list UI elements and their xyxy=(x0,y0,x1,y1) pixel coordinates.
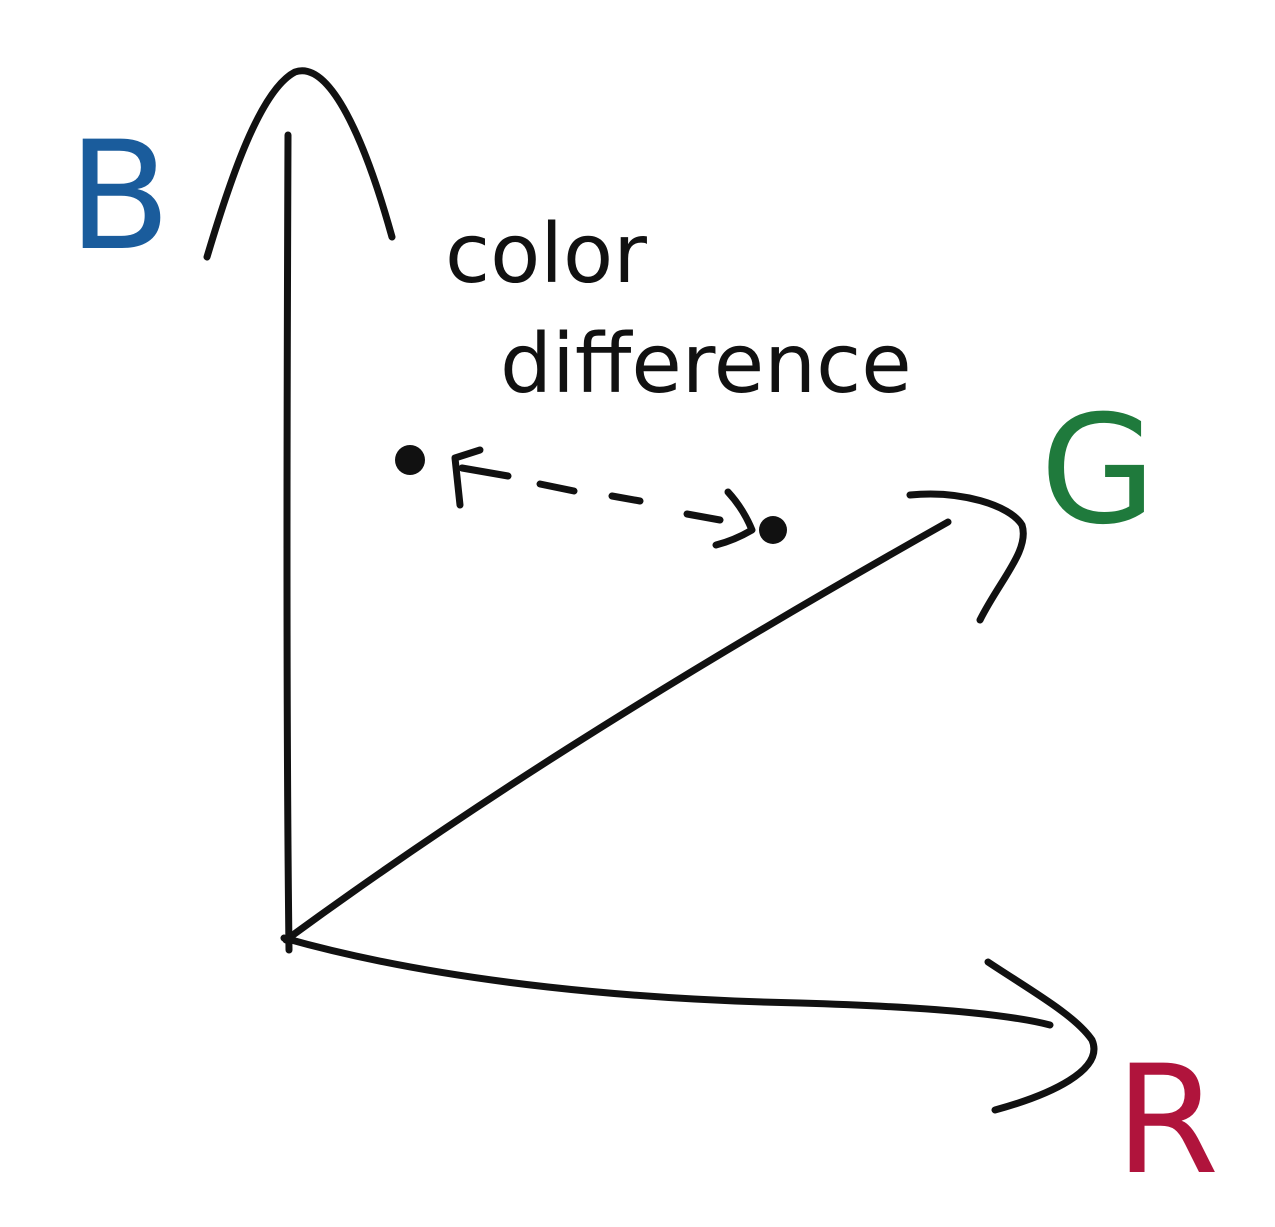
difference-arrow-right-head xyxy=(712,488,756,549)
difference-arrow-dash-3 xyxy=(608,492,644,505)
green-axis-arrowhead xyxy=(906,490,1027,624)
difference-arrow-dash-1 xyxy=(458,464,512,480)
blue-axis-arrowhead xyxy=(203,67,396,261)
green-axis-label: G xyxy=(1040,384,1156,558)
green-axis-line xyxy=(282,518,952,944)
annotation-line-1: color xyxy=(445,207,647,302)
color-point-a xyxy=(395,445,425,475)
difference-arrow-dash-2 xyxy=(536,480,578,495)
difference-arrow-left-head xyxy=(451,446,484,509)
difference-arrow-dash-4 xyxy=(683,510,724,524)
red-axis-label: R xyxy=(1115,1034,1219,1208)
blue-axis-label: B xyxy=(68,110,171,284)
annotation-line-2: difference xyxy=(500,317,912,412)
color-point-b xyxy=(759,516,787,544)
blue-axis-line xyxy=(283,131,293,954)
red-axis-line xyxy=(280,934,1054,1029)
red-axis-arrowhead xyxy=(984,958,1098,1114)
